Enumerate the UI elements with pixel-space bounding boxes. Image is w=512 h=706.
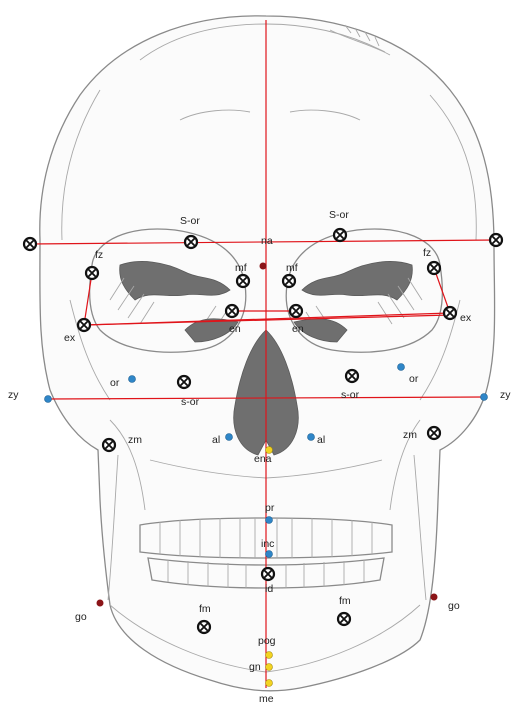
label-or-right: or: [409, 373, 419, 385]
landmark-marker-fm-left: [198, 621, 210, 633]
label-ex-left: ex: [64, 332, 76, 344]
landmark-marker-mf-right: [283, 275, 295, 287]
landmark-marker-en-right: [290, 305, 302, 317]
landmark-dot-or-right: [398, 364, 405, 371]
label-ena: ena: [254, 453, 272, 465]
landmark-marker-mf-left: [237, 275, 249, 287]
landmark-marker-ex-left: [78, 319, 90, 331]
label-ex-right: ex: [460, 312, 472, 324]
label-s-or-low-right: s-or: [341, 389, 360, 401]
label-zy-left: zy: [8, 389, 19, 401]
label-zy-right: zy: [500, 389, 511, 401]
landmark-marker-zm-left: [103, 439, 115, 451]
label-al-right: al: [317, 434, 325, 446]
label-s-or-left: S-or: [180, 215, 200, 227]
label-zm-right: zm: [403, 429, 417, 441]
landmark-marker-en-left: [226, 305, 238, 317]
landmark-dot-zy-right: [481, 394, 488, 401]
label-s-or-low-left: s-or: [181, 396, 200, 408]
label-na: na: [261, 235, 273, 247]
landmark-marker-id: [262, 568, 274, 580]
label-en-right: en: [292, 323, 304, 335]
landmark-dot-go-right: [431, 594, 438, 601]
landmark-dot-go-left: [97, 600, 104, 607]
landmark-dot-zy-left: [45, 396, 52, 403]
landmark-marker-s-or-right: [334, 229, 346, 241]
label-en-left: en: [229, 323, 241, 335]
landmark-dot-pr: [266, 517, 273, 524]
landmark-marker-fm-right: [338, 613, 350, 625]
landmark-dot-inc: [266, 551, 273, 558]
label-mf-right: mf: [286, 262, 298, 274]
label-mf-left: mf: [235, 262, 247, 274]
label-fm-left: fm: [199, 603, 211, 615]
label-gn: gn: [249, 661, 261, 673]
landmark-marker-zy-upper-left: [24, 238, 36, 250]
label-pr: pr: [265, 502, 275, 514]
label-pog: pog: [258, 635, 276, 647]
label-or-left: or: [110, 377, 120, 389]
landmark-dot-pog: [266, 652, 273, 659]
label-fz-right: fz: [423, 247, 431, 259]
landmark-marker-s-or-low-left: [178, 376, 190, 388]
landmark-marker-ex-right: [444, 307, 456, 319]
label-fm-right: fm: [339, 595, 351, 607]
landmark-marker-fz-right: [428, 262, 440, 274]
landmark-dot-al-right: [308, 434, 315, 441]
landmark-marker-fz-left: [86, 267, 98, 279]
landmark-marker-zm-right: [428, 427, 440, 439]
label-al-left: al: [212, 434, 220, 446]
landmark-dot-gn: [266, 664, 273, 671]
landmark-marker-s-or-low-right: [346, 370, 358, 382]
landmark-dot-al-left: [226, 434, 233, 441]
landmark-dot-or-left: [129, 376, 136, 383]
landmark-dot-me: [266, 680, 273, 687]
label-inc: inc: [261, 538, 274, 550]
landmark-marker-s-or-left: [185, 236, 197, 248]
label-zm-left: zm: [128, 434, 142, 446]
label-id: id: [265, 583, 273, 595]
label-me: me: [259, 693, 274, 705]
label-s-or-right: S-or: [329, 209, 349, 221]
label-go-left: go: [75, 611, 87, 623]
label-go-right: go: [448, 600, 460, 612]
landmark-marker-zy-upper-right: [490, 234, 502, 246]
landmark-dot-na: [260, 263, 267, 270]
label-fz-left: fz: [95, 249, 103, 261]
